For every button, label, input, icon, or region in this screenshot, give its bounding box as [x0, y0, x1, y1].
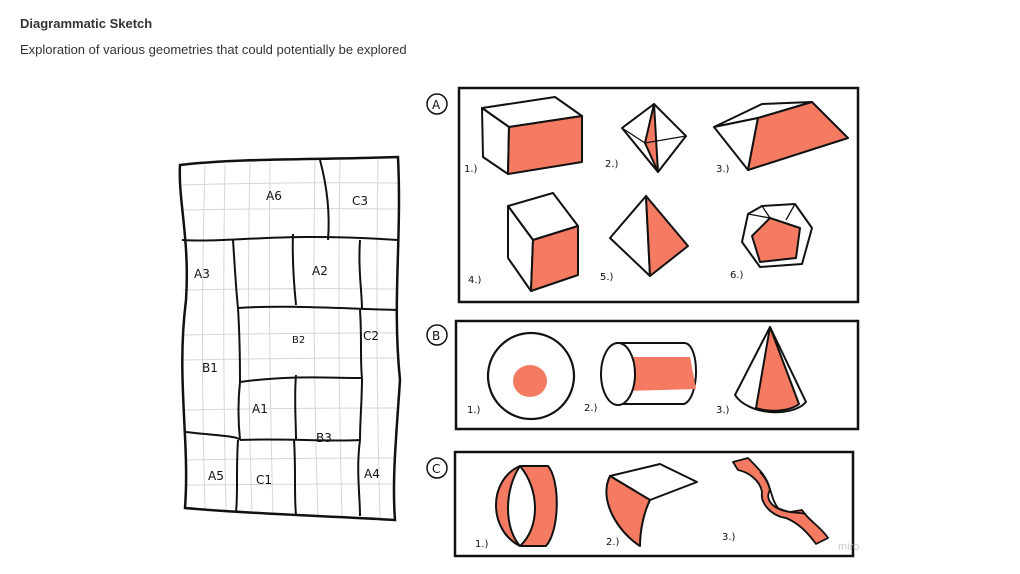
- shape-curved-shell: [495, 465, 558, 547]
- item-label: 1.): [467, 405, 481, 416]
- panel-b-letter: B: [432, 329, 440, 343]
- plan-label: B3: [316, 431, 332, 445]
- shape-tall-box: [507, 192, 579, 292]
- item-label: 1.): [464, 164, 478, 175]
- item-label: 5.): [600, 272, 614, 283]
- plan-divisions: [181, 159, 399, 517]
- shape-cone: [734, 326, 807, 414]
- shape-ribbon: [732, 457, 829, 545]
- panel-a-marker: [426, 93, 448, 115]
- panel-a-letter: A: [432, 98, 441, 112]
- plan-outline: [178, 155, 402, 522]
- plan-label: A1: [252, 402, 268, 416]
- item-label: 1.): [475, 539, 489, 550]
- watermark: miro: [838, 541, 860, 553]
- plan-grid: [181, 158, 399, 519]
- panel-b: B 1.) 2.) 3.): [426, 319, 860, 431]
- panel-c-letter: C: [432, 462, 440, 476]
- page-subtitle: Exploration of various geometries that c…: [20, 42, 407, 57]
- plan-label: C2: [363, 329, 379, 343]
- shape-cylinder: [600, 342, 697, 406]
- item-label: 2.): [584, 403, 598, 414]
- page-title: Diagrammatic Sketch: [20, 16, 153, 31]
- panel-a: A: [426, 86, 860, 304]
- item-label: 3.): [716, 164, 730, 175]
- plan-label: A4: [364, 467, 380, 481]
- plan-label: B1: [202, 361, 218, 375]
- panel-a-frame: [457, 86, 860, 304]
- plan-label: B2: [292, 335, 305, 346]
- panel-b-marker: [426, 324, 448, 346]
- panel-c-marker: [426, 457, 448, 479]
- shape-slab: [713, 101, 849, 171]
- plan-label: A3: [194, 267, 210, 281]
- shape-box: [481, 96, 583, 175]
- plan-label: C3: [352, 194, 368, 208]
- site-plan: A6 C3 A3 A2 B2 C2 B1 A1 B3 A5 C1 A4: [178, 155, 402, 522]
- plan-label: A2: [312, 264, 328, 278]
- shape-pyramid: [609, 195, 689, 277]
- plan-label: A5: [208, 469, 224, 483]
- shape-disc: [486, 331, 576, 421]
- shape-octahedron: [621, 103, 687, 173]
- item-label: 3.): [716, 405, 730, 416]
- item-label: 2.): [606, 537, 620, 548]
- plan-label: A6: [266, 189, 282, 203]
- plan-label: C1: [256, 473, 272, 487]
- shape-curved-plane: [605, 463, 698, 547]
- item-label: 2.): [605, 159, 619, 170]
- item-label: 3.): [722, 532, 736, 543]
- item-label: 6.): [730, 270, 744, 281]
- panel-c-frame: [453, 450, 855, 558]
- shape-polyhedron: [741, 203, 813, 268]
- item-label: 4.): [468, 275, 482, 286]
- panel-c: C 1.) 2.) 3.): [426, 450, 855, 558]
- panel-b-frame: [454, 319, 860, 431]
